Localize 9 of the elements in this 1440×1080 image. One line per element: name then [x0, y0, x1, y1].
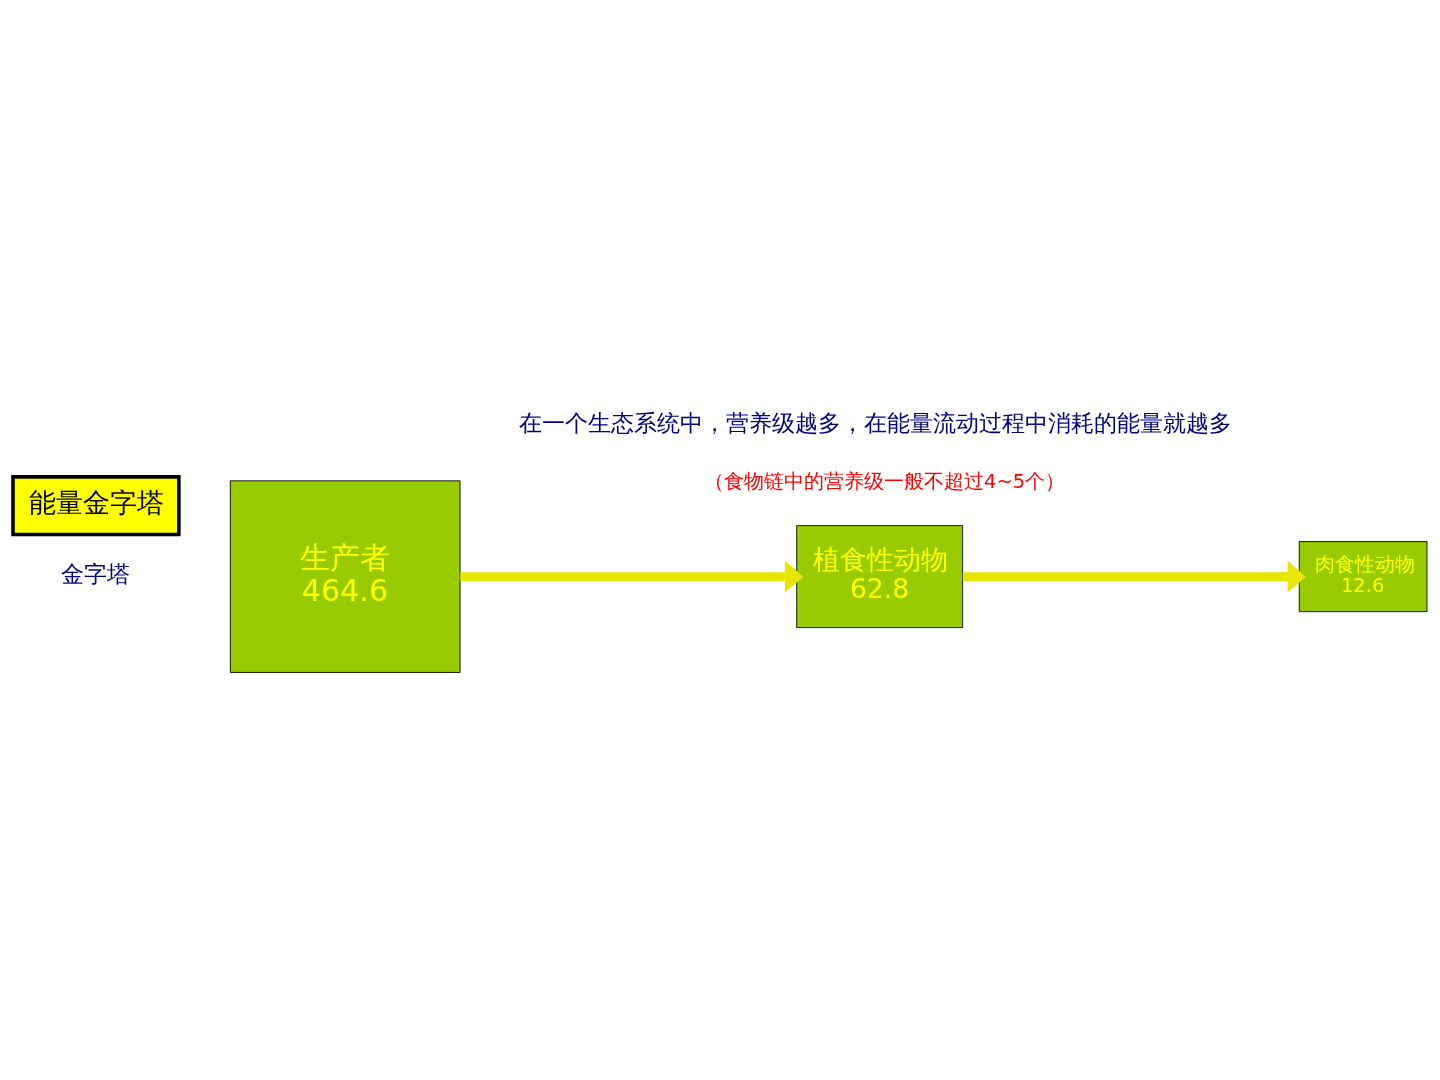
arrow — [962, 560, 1306, 593]
label: 金字塔 — [60, 560, 130, 587]
label: 在一个生态系统中，营养级越多，在能量流动过程中消耗的能量就越多 — [518, 409, 1232, 436]
node-box: 能量金字塔 — [11, 474, 181, 536]
arrow — [460, 560, 804, 593]
node-box: 肉食性动物 12.6 — [1298, 540, 1428, 612]
label: （食物链中的营养级一般不超过4~5个） — [704, 469, 1066, 493]
node-box: 生产者 464.6 — [229, 479, 461, 673]
node-box: 植食性动物 62.8 — [796, 524, 964, 628]
